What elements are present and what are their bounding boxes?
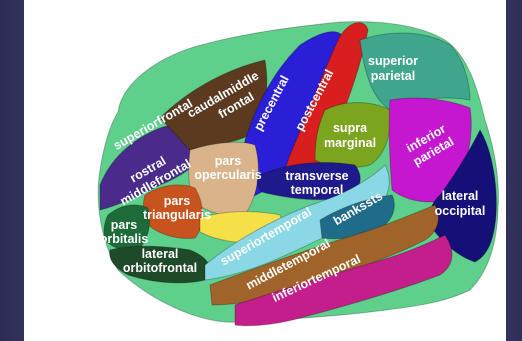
label-lateraloccipital: lateraloccipital xyxy=(435,189,486,218)
label-superiorparietal: superiorparietal xyxy=(368,54,418,83)
label-transversetemporal: transversetemporal xyxy=(285,169,348,197)
